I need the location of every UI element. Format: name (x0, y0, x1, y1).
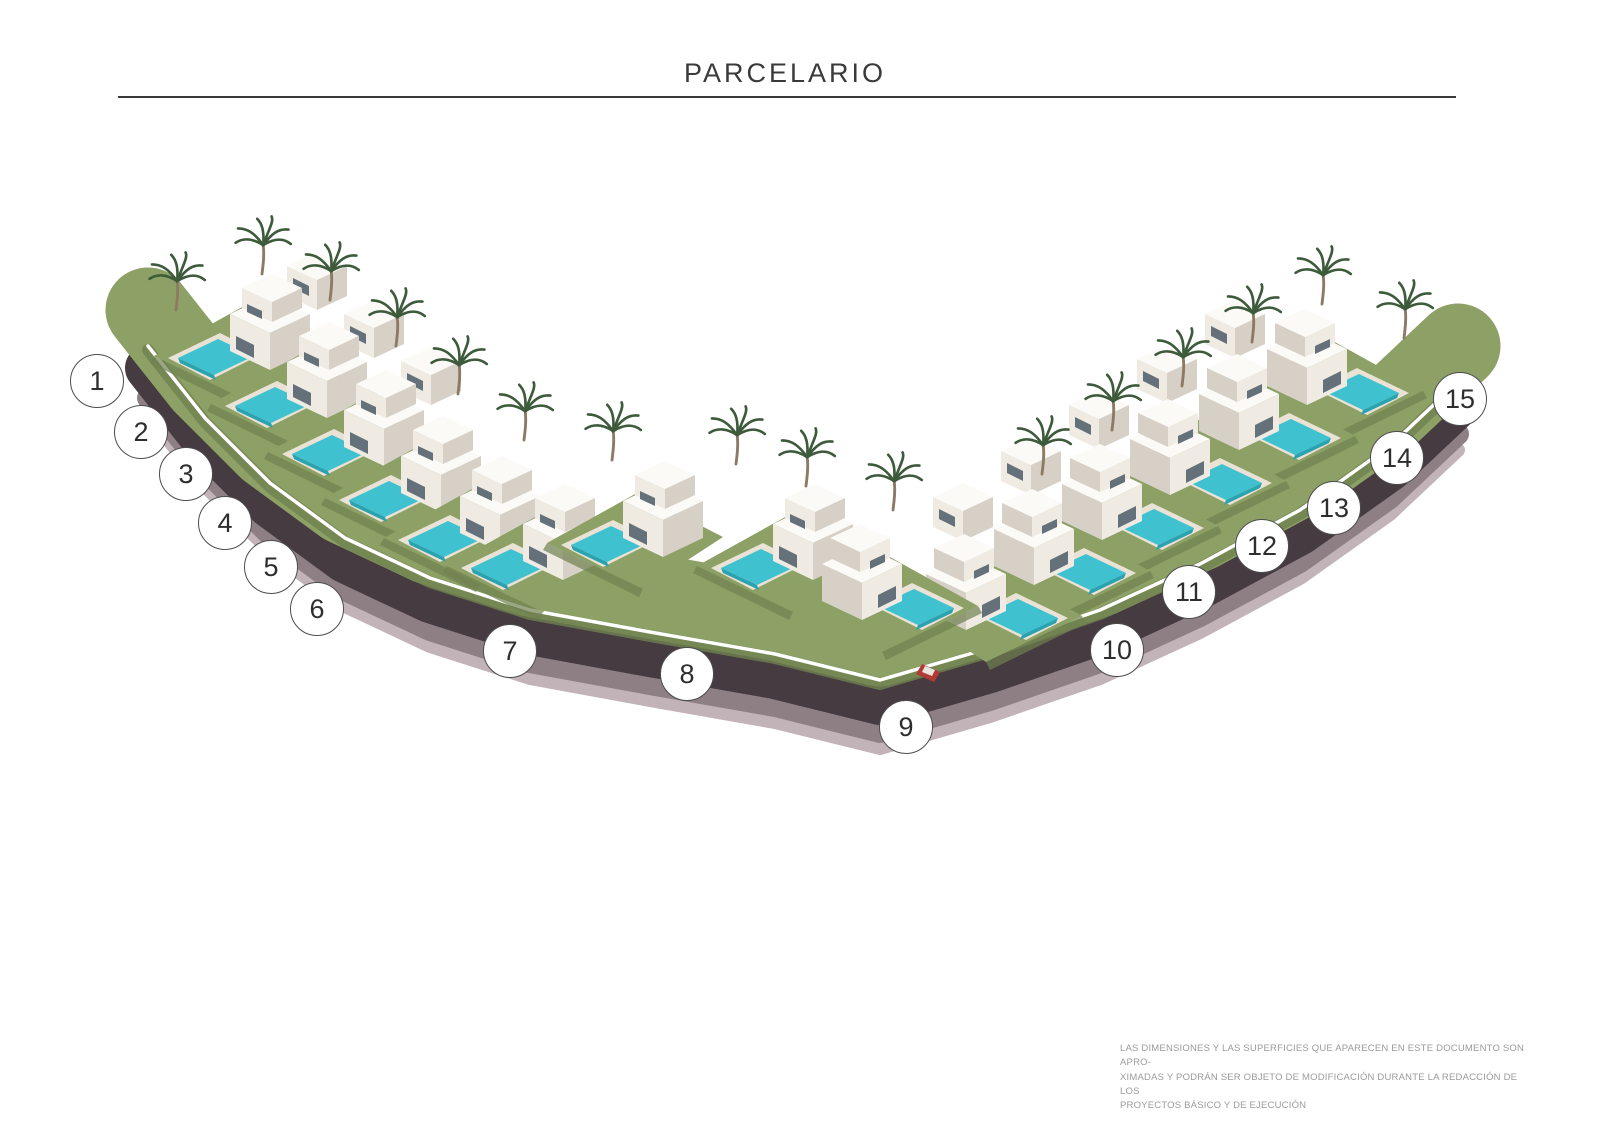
plot-marker-12[interactable]: 12 (1235, 519, 1289, 573)
back-house (933, 483, 993, 541)
terrace-shadow (137, 387, 1469, 743)
plot-marker-1[interactable]: 1 (70, 354, 124, 408)
palm-tree (496, 380, 555, 442)
back-house (1001, 437, 1061, 495)
palm-tree (234, 214, 293, 276)
palm-tree (584, 400, 643, 462)
plot-marker-9[interactable]: 9 (879, 700, 933, 754)
disclaimer-line: XIMADAS Y PODRÁN SER OBJETO DE MODIFICAC… (1120, 1071, 1518, 1097)
plot-marker-3[interactable]: 3 (159, 447, 213, 501)
palm-tree (778, 426, 837, 488)
plot-marker-8[interactable]: 8 (660, 647, 714, 701)
plot-marker-4[interactable]: 4 (198, 496, 252, 550)
plot-marker-10[interactable]: 10 (1090, 623, 1144, 677)
disclaimer-line: PROYECTOS BÁSICO Y DE EJECUCIÓN (1120, 1100, 1307, 1111)
palm-tree (865, 450, 924, 512)
plot-marker-6[interactable]: 6 (290, 582, 344, 636)
palm-tree (1294, 244, 1353, 306)
disclaimer-line: LAS DIMENSIONES Y LAS SUPERFICIES QUE AP… (1120, 1043, 1525, 1069)
disclaimer-text: LAS DIMENSIONES Y LAS SUPERFICIES QUE AP… (1120, 1042, 1536, 1113)
car (916, 664, 940, 682)
back-house (1069, 391, 1129, 449)
plot-marker-13[interactable]: 13 (1307, 481, 1361, 535)
plot-marker-2[interactable]: 2 (114, 405, 168, 459)
title-rule (118, 96, 1456, 98)
plot-marker-5[interactable]: 5 (244, 540, 298, 594)
page-title: PARCELARIO (683, 58, 887, 88)
plot-marker-11[interactable]: 11 (1162, 565, 1216, 619)
plot-marker-14[interactable]: 14 (1370, 431, 1424, 485)
plot-marker-7[interactable]: 7 (483, 624, 537, 678)
palm-tree (708, 404, 767, 466)
plot-marker-15[interactable]: 15 (1433, 372, 1487, 426)
